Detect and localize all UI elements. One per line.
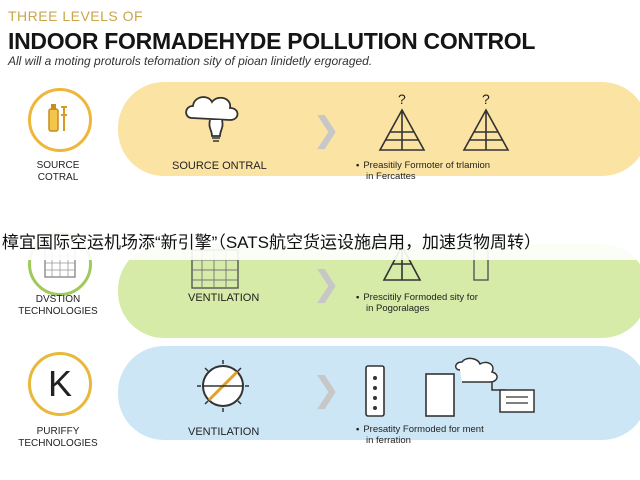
- level-3-description: •Presatity Formoded for ment in ferratio…: [356, 424, 546, 446]
- level-1-side-label-line2: COTRAL: [37, 172, 79, 183]
- level-1-side-label: SOURCE COTRAL: [8, 160, 108, 184]
- level-1-description-line2: in Fercattes: [366, 171, 416, 182]
- chevron-right-icon: ❯: [312, 264, 341, 304]
- level-3-description-line2: in ferration: [366, 435, 411, 446]
- purify-circle: K: [28, 352, 92, 416]
- question-mark: ?: [398, 91, 406, 107]
- level-2-description-line2: in Pogoralages: [366, 303, 430, 314]
- level-2-side-label-line2: TECHNOLOGIES: [18, 306, 98, 317]
- level-3-description-line1: Presatity Formoded for ment: [363, 424, 484, 435]
- level-1-side-label-line1: SOURCE: [36, 160, 80, 171]
- kicker-text: THREE LEVELS OF: [8, 8, 144, 24]
- air-purifier-icon: [425, 357, 535, 417]
- level-3-side-label-line1: PURIFFY: [36, 426, 80, 437]
- tower-icon: ? ?: [378, 91, 510, 151]
- bottles-icon: [48, 104, 67, 132]
- chevron-right-icon: ❯: [312, 370, 341, 410]
- page-subtitle: All will a moting proturols tefomation s…: [8, 54, 373, 68]
- no-symbol-icon: [197, 360, 249, 412]
- bullet: •: [356, 292, 360, 303]
- phone-device-icon: [365, 365, 385, 417]
- chevron-right-icon: ❯: [312, 110, 341, 150]
- level-2-side-label-line1: DVSTION: [35, 294, 81, 305]
- level-3-side-label-line2: TECHNOLOGIES: [18, 438, 98, 449]
- level-2-middle-label: VENTILATION: [188, 292, 260, 304]
- lightbulb-cloud-icon: [185, 96, 239, 142]
- level-1-middle-label: SOURCE ONTRAL: [172, 160, 267, 172]
- level-1-description: •Preasitily Formoter of trlamion in Ferc…: [356, 160, 546, 182]
- level-2-description: •Prescitily Formoded sity for in Pogoral…: [356, 292, 546, 314]
- source-circle: [28, 88, 92, 152]
- level-2-description-line1: Prescitily Formoded sity for: [363, 292, 478, 303]
- level-3-side-label: PURIFFY TECHNOLOGIES: [8, 426, 108, 450]
- k-circle-icon: K: [47, 363, 72, 404]
- bullet: •: [356, 424, 360, 435]
- page-title: INDOOR FORMADEHYDE POLLUTION CONTROL: [8, 28, 536, 54]
- level-3-middle-label: VENTILATION: [188, 426, 260, 438]
- question-mark: ?: [482, 91, 490, 107]
- bullet: •: [356, 160, 360, 171]
- level-2-side-label: DVSTION TECHNOLOGIES: [8, 294, 108, 318]
- overlay-caption: 樟宜国际空运机场添“新引擎”（SATS航空货运设施启用，加速货物周转）: [0, 226, 640, 260]
- level-1-description-line1: Preasitily Formoter of trlamion: [363, 160, 491, 171]
